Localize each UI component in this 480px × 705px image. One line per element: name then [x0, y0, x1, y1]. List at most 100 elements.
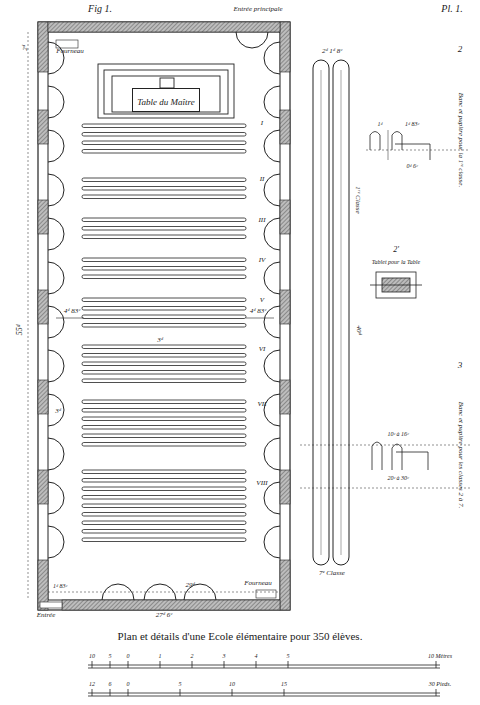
bench-desk: [82, 513, 246, 517]
detail-title: Tablet pour la Table: [372, 259, 420, 266]
wall-pier: [38, 290, 48, 324]
niche: [48, 218, 64, 250]
bench-desk: [82, 124, 246, 128]
niche: [236, 32, 268, 48]
niche: [264, 130, 280, 162]
scale-tick: [110, 689, 111, 696]
class-label: 1ʳᵉ Classe: [353, 186, 361, 213]
scale-number: 2: [191, 653, 194, 660]
scale-tick: [436, 661, 437, 668]
niche: [48, 86, 64, 118]
stove-label: Fourneau: [56, 48, 84, 56]
scale-tick: [180, 689, 181, 696]
niche: [264, 526, 280, 558]
niche: [48, 526, 64, 558]
class-number: V: [260, 297, 264, 305]
class-number: IV: [259, 257, 266, 265]
caption: Plan et détails d'une Ecole élémentaire …: [118, 630, 363, 642]
bench-desk: [82, 354, 246, 358]
scale-tick: [224, 661, 225, 668]
niche: [48, 306, 64, 338]
scale-number: 10: [89, 653, 95, 660]
bench-desk: [82, 417, 246, 421]
table-label: Table du Maître: [137, 97, 194, 107]
bench-desk: [82, 470, 246, 474]
scale-tick: [192, 661, 193, 668]
wall-bottom: [62, 600, 280, 610]
scale-number: 3: [223, 653, 226, 660]
class-number: VIII: [256, 480, 267, 488]
bench-desk: [82, 218, 246, 222]
bench-desk: [82, 479, 246, 483]
bench-desk: [82, 324, 246, 328]
scale-tick: [92, 689, 93, 696]
scale-tick: [110, 661, 111, 668]
niche: [264, 218, 280, 250]
bench-desk: [82, 371, 246, 375]
dimension: 55ᵈ: [16, 325, 25, 335]
wall-pier: [280, 380, 290, 414]
bench-desk: [82, 400, 246, 404]
bench-desk: [82, 195, 246, 199]
bench-desk: [82, 307, 246, 311]
scale-number: 6: [109, 681, 112, 688]
dimension: 1ᵈ 83ᶜ: [405, 121, 419, 128]
bench-desk: [82, 235, 246, 239]
bench-desk: [82, 187, 246, 191]
dimension: 3ᵈ: [55, 408, 61, 416]
detail-number: 3: [458, 361, 463, 371]
scale-number: 0: [127, 653, 130, 660]
scale-number: 5: [109, 653, 112, 660]
scale-number: 4: [255, 653, 258, 660]
bench-desk: [82, 409, 246, 413]
scale-tick: [128, 689, 129, 696]
dimension: 27ᵈ 6ᶜ: [156, 612, 172, 620]
dimension: 0ᵈ 6ᶜ: [407, 163, 418, 170]
bench-desk: [82, 530, 246, 534]
master-table: Table du Maître: [132, 88, 199, 112]
bench-desk: [82, 275, 246, 279]
bench-desk: [82, 315, 246, 319]
dimension: 2ᵈ: [22, 45, 30, 51]
bench-desk: [82, 538, 246, 542]
scale-tick: [436, 689, 437, 696]
bench-desk: [82, 426, 246, 430]
wall-top: [48, 22, 280, 32]
bench-desk: [82, 496, 246, 500]
dimension: 40ᵈ: [354, 325, 362, 334]
bench-desk: [82, 345, 246, 349]
detail-title: Banc et pupitre pour la 1ʳᵉ classe.: [456, 93, 464, 187]
niche: [264, 174, 280, 206]
plate-number: Pl. 1.: [441, 3, 462, 14]
niche: [264, 86, 280, 118]
wall-pier: [280, 560, 290, 610]
wall-pier: [38, 200, 48, 234]
wall-pier: [280, 110, 290, 144]
bench-desk: [82, 379, 246, 383]
wall-pier: [38, 22, 48, 72]
scale-number: 5: [179, 681, 182, 688]
wall-pier: [38, 110, 48, 144]
dimension: 29ᵈ: [185, 582, 194, 590]
class-number: VII: [258, 401, 267, 409]
niche: [264, 262, 280, 294]
niche: [48, 350, 64, 382]
scale-number: 15: [281, 681, 287, 688]
niche: [264, 394, 280, 426]
niche: [264, 42, 280, 74]
scale-number: 10: [229, 681, 235, 688]
scale-tick: [288, 661, 289, 668]
class-label: 7ᵉ Classe: [319, 570, 345, 578]
scale-tick: [92, 661, 93, 668]
dimension: 2ᵈ 1ᵈ 8ᶜ: [322, 48, 342, 56]
dimension: 10ᶜ à 16ᶜ: [387, 431, 408, 438]
niche: [264, 438, 280, 470]
scale-tick: [128, 661, 129, 668]
bench-desk: [82, 521, 246, 525]
scale-unit: 10 Mètres: [428, 653, 452, 660]
bench-desk: [82, 487, 246, 491]
niche: [48, 482, 64, 514]
bench-desk: [82, 443, 246, 447]
